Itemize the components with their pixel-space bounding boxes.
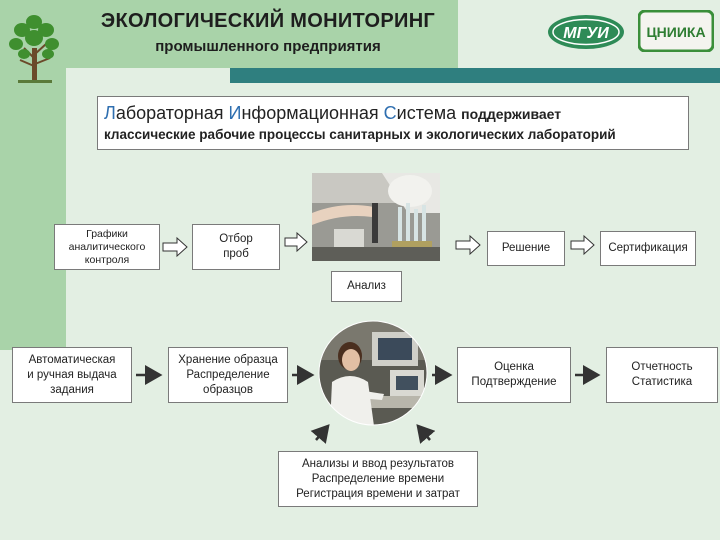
reporting-label: Отчетность Статистика <box>631 361 693 388</box>
arrow-decision-cert <box>570 234 595 256</box>
lab-photo-image <box>312 173 440 261</box>
intro-line-1: Лабораторная Информационная Система подд… <box>104 103 688 124</box>
intro-initial-i: И <box>228 103 242 123</box>
auto-task-box: Автоматическая и ручная выдача задания <box>12 347 132 403</box>
page-subtitle: промышленного предприятия <box>155 38 381 55</box>
cniika-logo-text: ЦНИИКА <box>646 24 705 40</box>
analysis-box: Анализ <box>331 271 402 302</box>
decision-box: Решение <box>487 231 565 266</box>
decision-label: Решение <box>501 242 551 254</box>
auto-task-label: Автоматическая и ручная выдача задания <box>27 353 117 396</box>
intro-word-3: истема <box>396 103 457 123</box>
intro-line-2: классические рабочие процессы санитарных… <box>104 127 616 142</box>
intro-word-2: нформационная <box>241 103 384 123</box>
intro-initial-s: С <box>383 103 397 123</box>
arrow-photo-decision <box>455 234 481 256</box>
cniika-logo: ЦНИИКА <box>638 10 714 52</box>
reporting-box: Отчетность Статистика <box>606 347 718 403</box>
left-decor-band <box>0 68 66 350</box>
storage-label: Хранение образца Распределение образцов <box>178 353 278 396</box>
intro-word-1: абораторная <box>115 103 229 123</box>
results-label: Анализы и ввод результатов Распределение… <box>296 457 460 500</box>
storage-box: Хранение образца Распределение образцов <box>168 347 288 403</box>
arrow-sampling-photo <box>284 231 308 253</box>
mgui-logo-text: МГУИ <box>563 25 609 42</box>
evaluation-box: Оценка Подтверждение <box>457 347 571 403</box>
intro-panel: Лабораторная Информационная Система подд… <box>97 96 689 150</box>
intro-initial-l: Л <box>104 103 116 123</box>
certification-label: Сертификация <box>608 242 688 254</box>
intro-tail: поддерживает <box>461 106 562 122</box>
sampling-label: Отбор проб <box>219 233 253 260</box>
results-box: Анализы и ввод результатов Распределение… <box>278 451 478 507</box>
analysis-label: Анализ <box>347 280 386 292</box>
arrow-results-photo-left <box>310 424 330 444</box>
arrow-graphs-sampling <box>162 236 188 258</box>
certification-box: Сертификация <box>600 231 696 266</box>
arrow-results-photo-right <box>416 424 436 444</box>
operator-photo-image <box>318 320 428 426</box>
page-title: ЭКОЛОГИЧЕСКИЙ МОНИТОРИНГ <box>100 10 436 32</box>
header-divider-bar <box>230 68 720 83</box>
evaluation-label: Оценка Подтверждение <box>471 361 557 388</box>
tree-icon <box>9 15 59 83</box>
graphs-label: Графики аналитического контроля <box>68 227 146 266</box>
sampling-box: Отбор проб <box>192 224 280 270</box>
graphs-box: Графики аналитического контроля <box>54 224 160 270</box>
header-band <box>0 0 458 68</box>
mgui-logo: МГУИ <box>548 15 624 49</box>
